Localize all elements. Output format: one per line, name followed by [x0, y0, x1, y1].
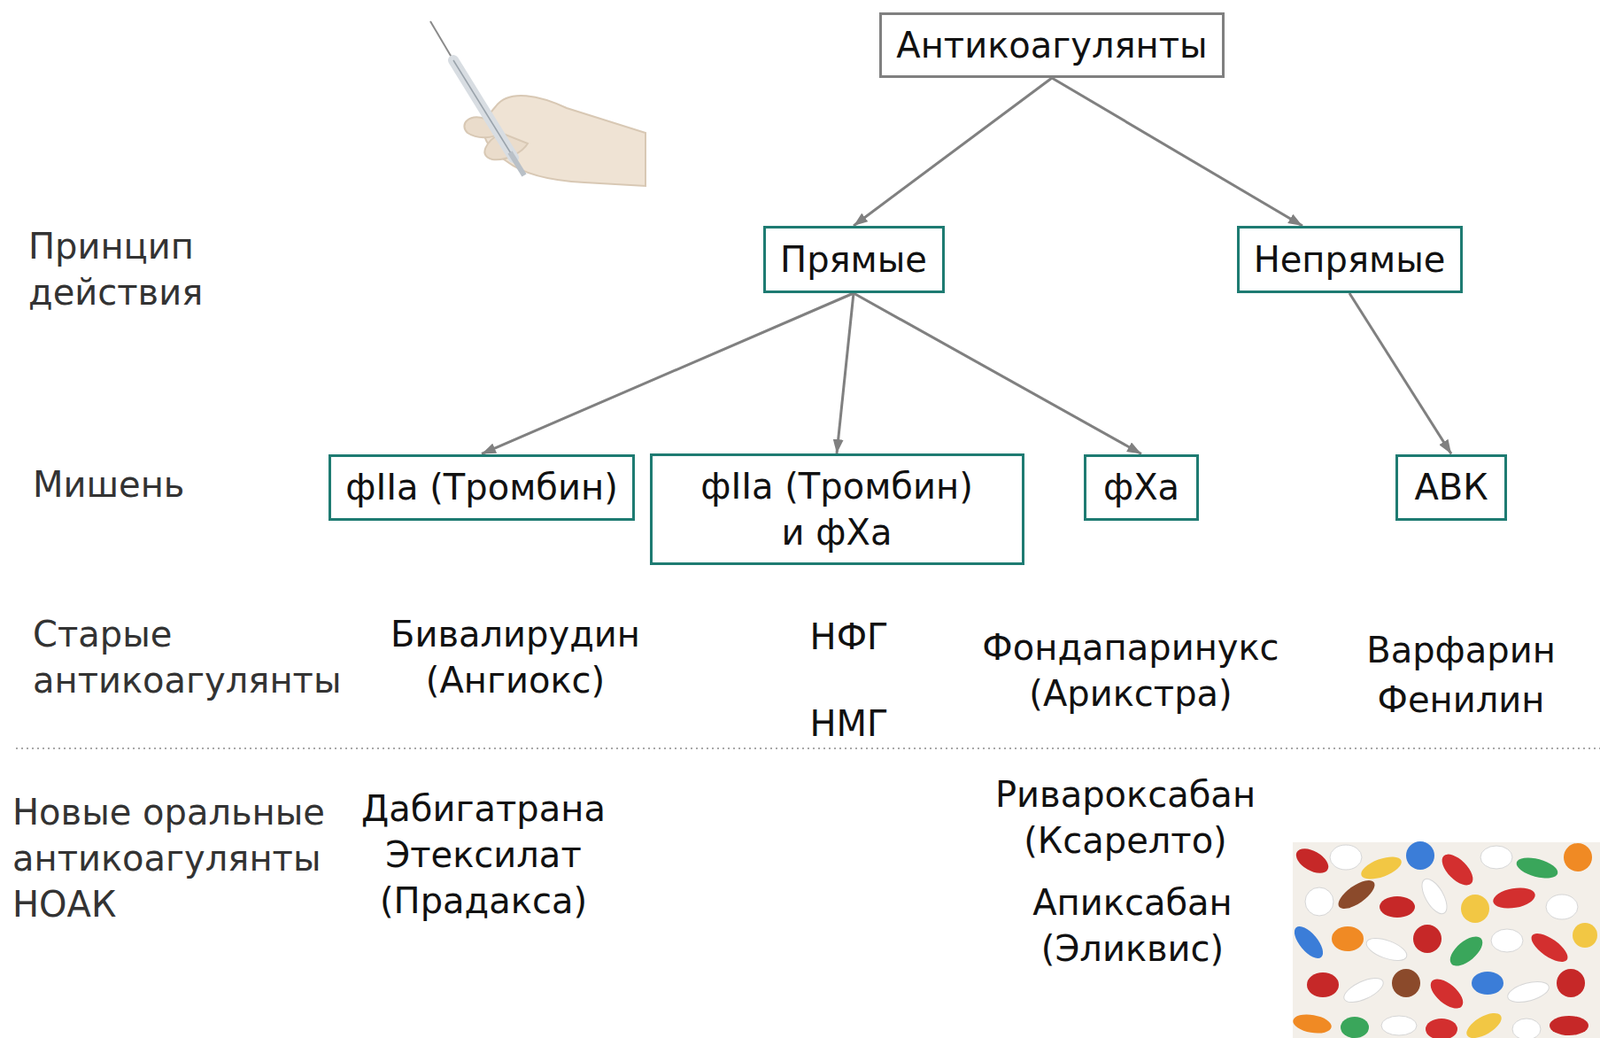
pill: [1425, 1018, 1458, 1038]
box-text: Антикоагулянты: [896, 22, 1207, 69]
pill: [1462, 1007, 1506, 1038]
box-text: фIIa (Тромбин) и фXa: [693, 463, 982, 556]
pill: [1331, 926, 1364, 951]
syringe-barrel-line: [453, 60, 514, 158]
pill: [1460, 894, 1490, 923]
target-box: фIIa (Тромбин): [328, 454, 635, 521]
drug-name: Ривароксабан (Ксарелто): [974, 771, 1276, 864]
drug-name: Фенилин: [1345, 676, 1577, 723]
row-heading: Мишень: [32, 461, 246, 508]
pill: [1379, 896, 1415, 918]
box-text: АВК: [1414, 463, 1488, 511]
drug-name: Дабигатрана Этексилат (Прадакса): [341, 785, 626, 924]
connector-arrow: [836, 293, 854, 454]
drug-name: Фондапаринукс (Арикстра): [971, 624, 1291, 717]
drug-name: Бивалирудин (Ангиокс): [364, 610, 666, 704]
syringe-plunger: [510, 152, 525, 176]
pill: [1391, 968, 1421, 998]
pills-illustration: [1289, 841, 1600, 1038]
pill: [1416, 874, 1452, 918]
pill: [1340, 1016, 1369, 1038]
category-box: Непрямые: [1236, 225, 1463, 294]
pill: [1358, 851, 1405, 883]
target-box: АВК: [1395, 454, 1508, 521]
pill: [1471, 971, 1504, 995]
target-box: фIIa (Тромбин) и фXa: [649, 453, 1025, 565]
box-text: фIIa (Тромбин): [345, 463, 619, 511]
pill: [1556, 968, 1585, 998]
pill: [1512, 1018, 1541, 1038]
syringe-illustration: [430, 21, 646, 186]
pill: [1437, 849, 1479, 891]
pill: [1425, 973, 1469, 1013]
pill: [1306, 972, 1339, 998]
category-box: Прямые: [763, 225, 945, 294]
syringe-barrel: [453, 60, 514, 158]
pill: [1363, 933, 1410, 965]
row-heading: Новые оральные антикоагулянты НОАК: [12, 788, 360, 928]
pill: [1329, 844, 1362, 870]
pill: [1406, 841, 1435, 870]
pill: [1563, 842, 1593, 872]
pill: [1505, 977, 1552, 1006]
pill: [1491, 884, 1537, 912]
drug-name: НМГ: [778, 700, 920, 747]
pill: [1340, 973, 1387, 1007]
connector-arrow: [1349, 293, 1452, 455]
dotted-separator: [15, 747, 1600, 750]
pill: [1291, 842, 1333, 878]
drug-name: Апиксабан (Эликвис): [981, 879, 1284, 972]
root-box: Антикоагулянты: [879, 12, 1225, 78]
connector-arrow: [853, 293, 1142, 455]
pill: [1549, 1015, 1589, 1036]
connector-arrow: [1051, 77, 1303, 226]
pill: [1527, 927, 1573, 967]
pill: [1480, 845, 1513, 869]
target-box: фXa: [1083, 454, 1199, 521]
pill: [1545, 894, 1578, 920]
box-text: Прямые: [780, 236, 928, 283]
pill: [1381, 1015, 1417, 1036]
pill: [1291, 1011, 1334, 1036]
pill: [1305, 887, 1334, 916]
pill: [1491, 928, 1523, 952]
pills-ground: [1292, 842, 1600, 1038]
connector-arrow: [481, 293, 854, 455]
drug-name: НФГ: [778, 613, 920, 660]
pill: [1445, 930, 1488, 971]
pill: [1413, 924, 1442, 953]
connector-arrow: [853, 77, 1052, 226]
pill: [1572, 922, 1598, 948]
syringe-needle: [430, 21, 454, 61]
row-heading: Старые антикоагулянты: [32, 610, 370, 704]
box-text: фXa: [1103, 463, 1180, 511]
row-heading: Принцип действия: [28, 223, 241, 316]
pill: [1514, 853, 1561, 882]
pill: [1289, 921, 1329, 964]
drug-name: Варфарин: [1345, 626, 1577, 673]
pill: [1334, 874, 1380, 914]
box-text: Непрямые: [1253, 236, 1446, 283]
